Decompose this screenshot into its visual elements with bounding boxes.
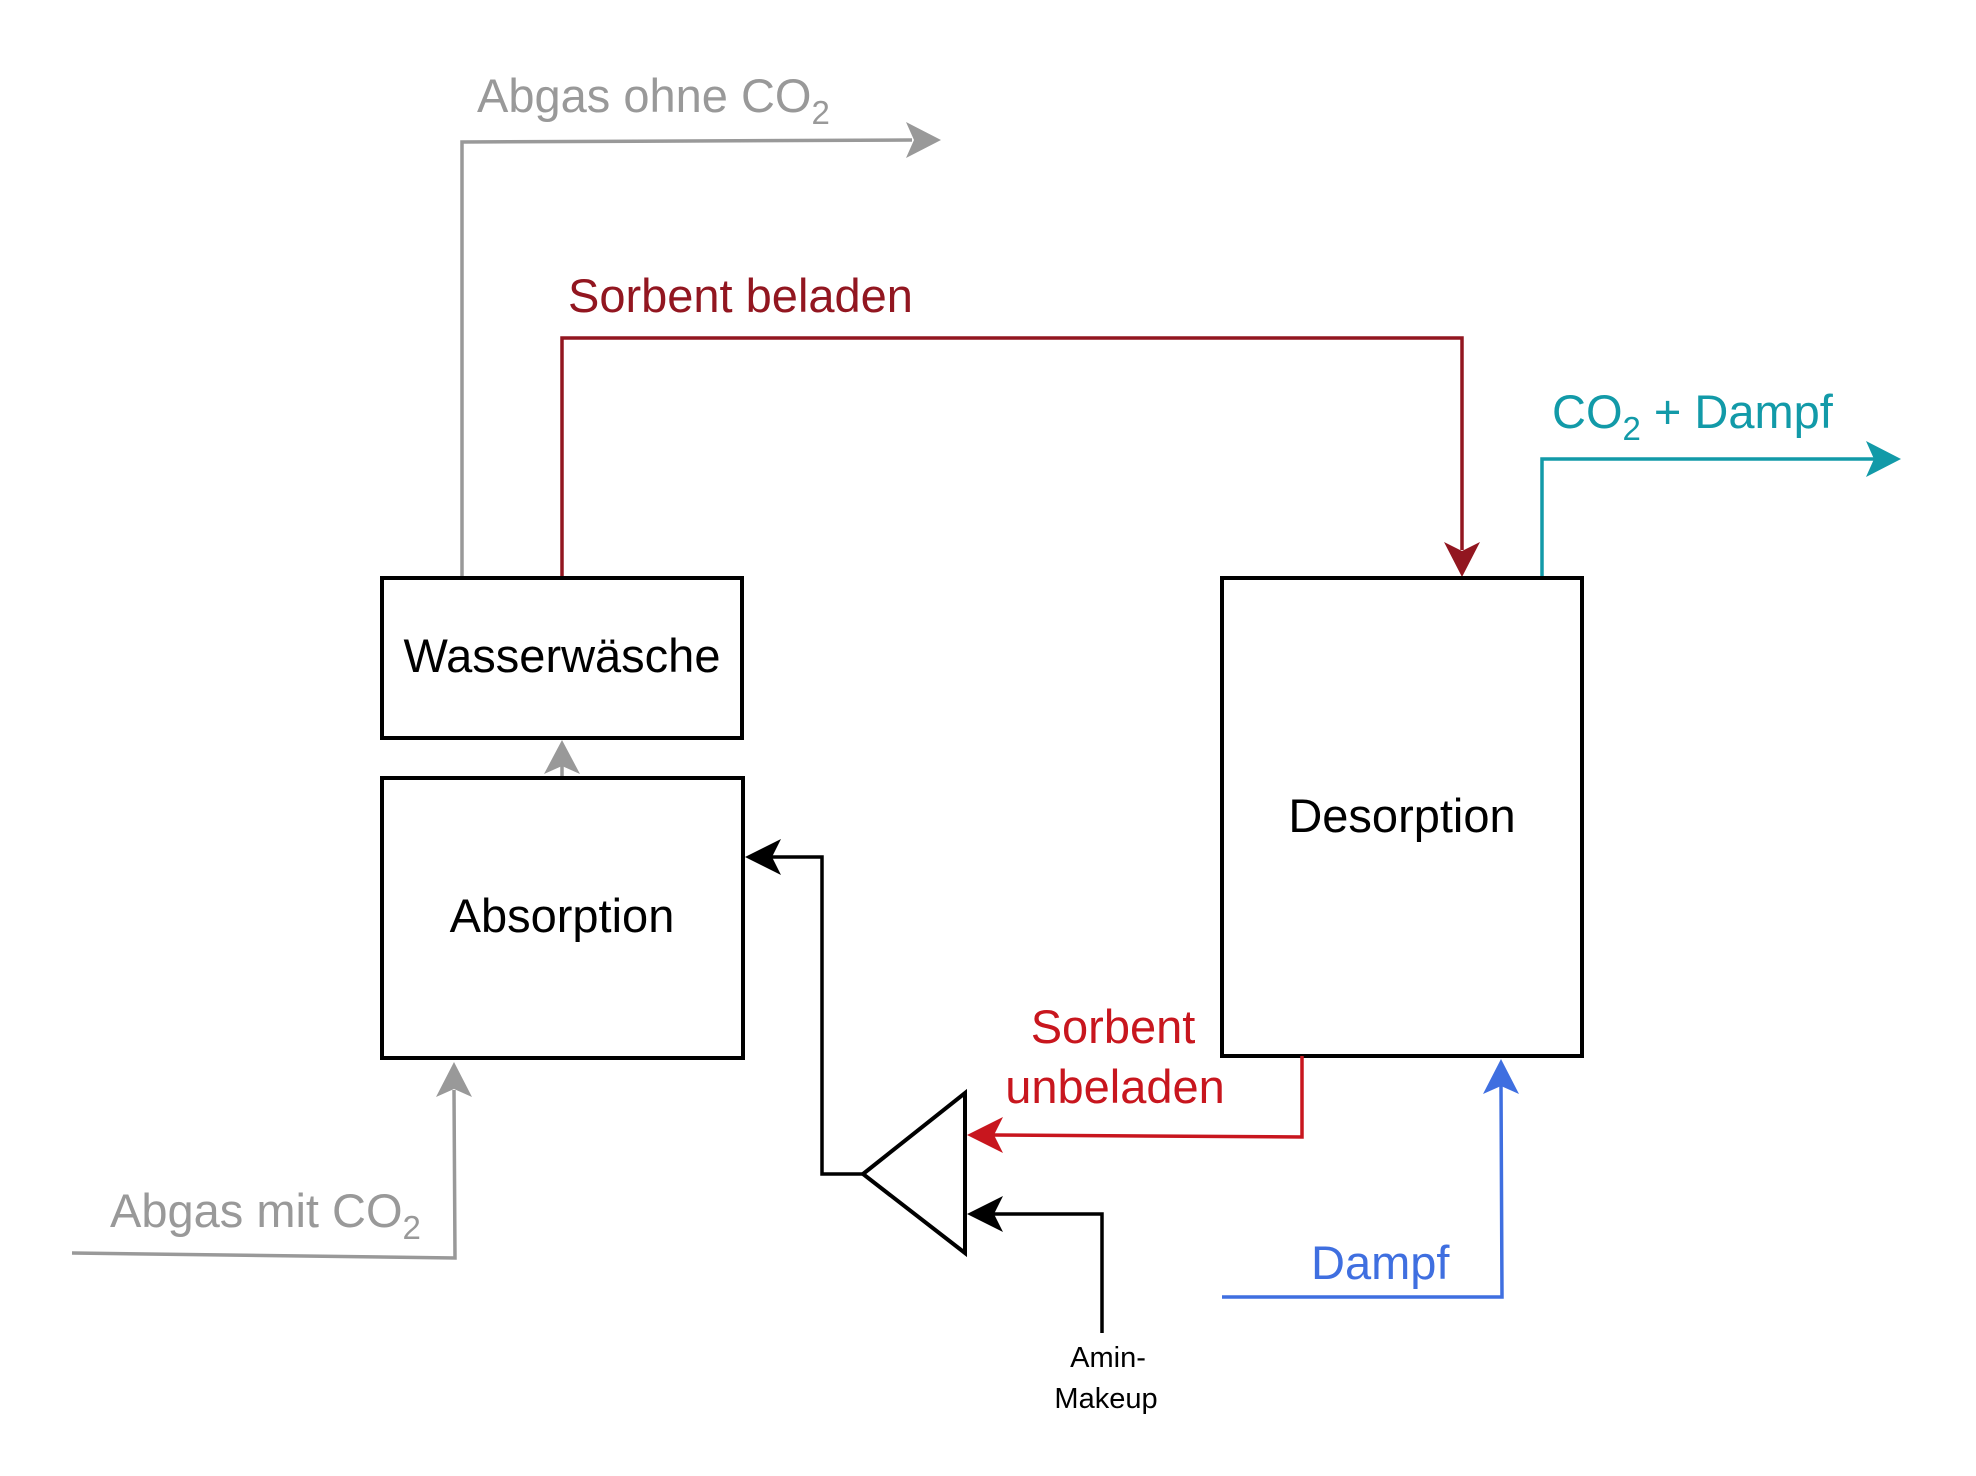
arrowhead-left-icon: [745, 839, 781, 875]
stream-line: [993, 1056, 1304, 1139]
stream-line: [1540, 457, 1874, 578]
unit-box: [380, 776, 745, 1060]
stream-label-line2: unbeladen: [1005, 1060, 1225, 1113]
stream-dampf[interactable]: Dampf: [1222, 1059, 1519, 1299]
mixer-triangle-icon: [859, 1088, 967, 1258]
stream-label: Dampf: [1311, 1236, 1450, 1289]
unit-label: Desorption: [1288, 789, 1515, 842]
stream-line: [560, 336, 1464, 578]
arrowhead-up-icon: [544, 740, 580, 774]
stream-line: [1222, 1085, 1504, 1299]
unit-absorption[interactable]: Absorption: [380, 776, 745, 1060]
stream-abgas-mit-co2[interactable]: Abgas mit CO2: [71, 1062, 472, 1260]
arrowhead-up-icon: [436, 1062, 472, 1097]
stream-label-line1: Sorbent: [1031, 1000, 1196, 1053]
unit-label: Absorption: [450, 889, 675, 942]
stream-label: Abgas mit CO2: [110, 1184, 421, 1246]
stream-line: [71, 1089, 457, 1260]
stream-sorbent-beladen[interactable]: Sorbent beladen: [560, 269, 1480, 578]
arrowhead-up-icon: [1483, 1059, 1519, 1094]
arrowhead-right-icon: [1866, 441, 1901, 477]
stream-label: Abgas ohne CO2: [477, 69, 830, 131]
arrowhead-left-icon: [967, 1117, 1003, 1153]
stream-sorbent-unbeladen[interactable]: Sorbent unbeladen: [967, 1000, 1304, 1153]
stream-co2-dampf[interactable]: CO2 + Dampf: [1540, 385, 1901, 578]
stream-label-line2: Makeup: [1054, 1383, 1157, 1415]
stream-label: CO2 + Dampf: [1552, 385, 1834, 447]
unit-desorption[interactable]: Desorption: [1220, 576, 1584, 1058]
stream-mixer-to-absorption[interactable]: [745, 839, 863, 1176]
stream-line: [994, 1212, 1104, 1333]
stream-line: [772, 855, 863, 1176]
stream-label: Sorbent beladen: [568, 269, 913, 322]
arrowhead-right-icon: [906, 122, 941, 158]
stream-amin-makeup[interactable]: Amin- Makeup: [967, 1196, 1158, 1415]
stream-absorption-to-wasserwaesche[interactable]: [544, 740, 580, 778]
stream-abgas-ohne-co2[interactable]: Abgas ohne CO2: [460, 69, 941, 578]
arrowhead-left-icon: [967, 1196, 1003, 1232]
unit-mixer[interactable]: [859, 1088, 967, 1258]
unit-box: [380, 576, 744, 740]
arrowhead-down-icon: [1444, 542, 1480, 577]
unit-box: [1220, 576, 1584, 1058]
unit-label: Wasserwäsche: [404, 629, 721, 682]
stream-label-line1: Amin-: [1070, 1342, 1146, 1374]
stream-line: [460, 138, 913, 578]
unit-wasserwaesche[interactable]: Wasserwäsche: [380, 576, 744, 740]
